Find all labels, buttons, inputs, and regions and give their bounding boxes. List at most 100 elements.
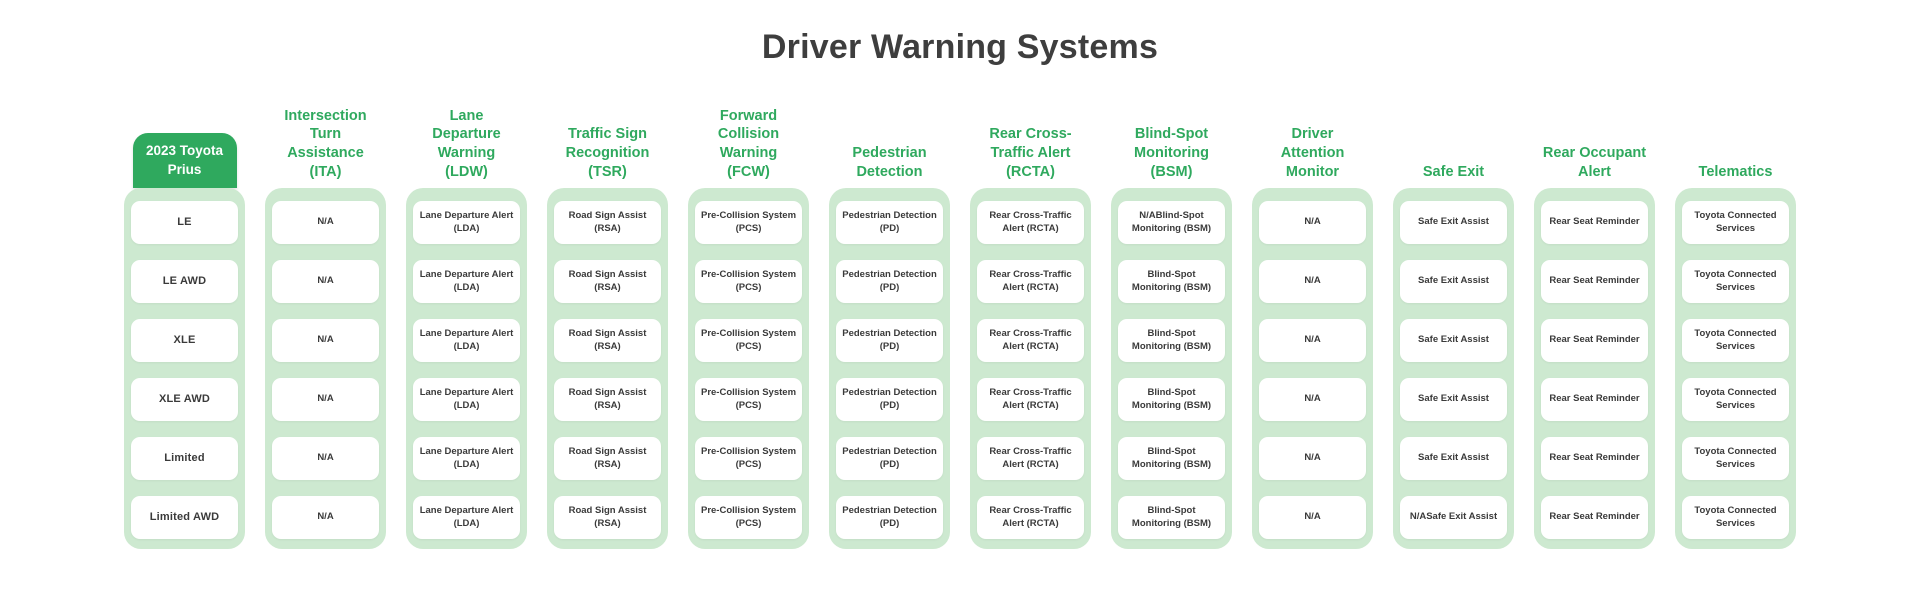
table-cell: Rear Seat Reminder (1541, 437, 1648, 480)
table-cell: Rear Cross-Traffic Alert (RCTA) (977, 260, 1084, 303)
column-header-zone: Lane Departure Warning (LDW) (406, 95, 527, 188)
table-cell: Rear Seat Reminder (1541, 378, 1648, 421)
table-cell: Rear Cross-Traffic Alert (RCTA) (977, 319, 1084, 362)
table-cell: Lane Departure Alert (LDA) (413, 319, 520, 362)
table-cell: N/ABlind-Spot Monitoring (BSM) (1118, 201, 1225, 244)
table-cell: Lane Departure Alert (LDA) (413, 437, 520, 480)
table-cell: Blind-Spot Monitoring (BSM) (1118, 496, 1225, 539)
column-header-zone: Intersection Turn Assistance (ITA) (265, 95, 386, 188)
table-cell: Safe Exit Assist (1400, 319, 1507, 362)
column-header-ldw: Lane Departure Warning (LDW) (432, 107, 501, 181)
column-body-bsm: N/ABlind-Spot Monitoring (BSM) Blind-Spot… (1111, 188, 1232, 549)
column-header-zone: Rear Occupant Alert (1534, 95, 1655, 188)
table-cell: Safe Exit Assist (1400, 437, 1507, 480)
table-cell: Pre-Collision System (PCS) (695, 319, 802, 362)
table-cell: Blind-Spot Monitoring (BSM) (1118, 319, 1225, 362)
table-cell: Lane Departure Alert (LDA) (413, 496, 520, 539)
trim-cell: LE AWD (131, 260, 238, 303)
table-cell: Rear Cross-Traffic Alert (RCTA) (977, 496, 1084, 539)
table-cell: N/A (272, 437, 379, 480)
column-ldw: Lane Departure Warning (LDW) Lane Departu… (406, 95, 527, 549)
page-title: Driver Warning Systems (761, 28, 1159, 66)
table-cell: Lane Departure Alert (LDA) (413, 201, 520, 244)
table-cell: Pre-Collision System (PCS) (695, 496, 802, 539)
trim-cell: XLE AWD (131, 378, 238, 421)
column-fcw: Forward Collision Warning (FCW) Pre-Colli… (688, 95, 809, 549)
table-cell: N/A (272, 319, 379, 362)
table-cell: N/ASafe Exit Assist (1400, 496, 1507, 539)
table-cell: Toyota Connected Services (1682, 437, 1789, 480)
column-header-zone: Safe Exit (1393, 95, 1514, 188)
table-cell: Blind-Spot Monitoring (BSM) (1118, 437, 1225, 480)
table-cell: Toyota Connected Services (1682, 260, 1789, 303)
column-body-tsr: Road Sign Assist (RSA) Road Sign Assist (… (547, 188, 668, 549)
table-cell: Safe Exit Assist (1400, 260, 1507, 303)
column-header-safe-exit: Safe Exit (1422, 164, 1485, 181)
table-cell: Lane Departure Alert (LDA) (413, 260, 520, 303)
column-header-zone: Blind-Spot Monitoring (BSM) (1111, 95, 1232, 188)
table-cell: Rear Seat Reminder (1541, 201, 1648, 244)
table-cell: Pedestrian Detection (PD) (836, 319, 943, 362)
table-cell: Pre-Collision System (PCS) (695, 437, 802, 480)
column-header-driver-attention-monitor: Driver Attention Monitor (1280, 126, 1345, 181)
table-cell: N/A (1259, 319, 1366, 362)
vehicle-badge: 2023 Toyota Prius (132, 133, 237, 188)
column-ita: Intersection Turn Assistance (ITA) N/A N/A… (265, 95, 386, 549)
table-cell: Pre-Collision System (PCS) (695, 260, 802, 303)
table-cell: Pre-Collision System (PCS) (695, 201, 802, 244)
column-header-telematics: Telematics (1698, 164, 1773, 181)
table-cell: Road Sign Assist (RSA) (554, 319, 661, 362)
table-cell: N/A (272, 260, 379, 303)
column-header-zone: Driver Attention Monitor (1252, 95, 1373, 188)
column-header-ita: Intersection Turn Assistance (ITA) (284, 107, 367, 181)
table-cell: N/A (1259, 496, 1366, 539)
table-cell: Road Sign Assist (RSA) (554, 437, 661, 480)
table-cell: Toyota Connected Services (1682, 319, 1789, 362)
table-cell: Toyota Connected Services (1682, 496, 1789, 539)
table-cell: Pedestrian Detection (PD) (836, 378, 943, 421)
column-bsm: Blind-Spot Monitoring (BSM)N/ABlind-Spot… (1111, 95, 1232, 549)
column-rcta: Rear Cross- Traffic Alert (RCTA)Rear Cro… (970, 95, 1091, 549)
column-header-tsr: Traffic Sign Recognition (TSR) (565, 126, 650, 181)
table-cell: Road Sign Assist (RSA) (554, 260, 661, 303)
column-header-zone: Pedestrian Detection (829, 95, 950, 188)
column-header-zone: Traffic Sign Recognition (TSR) (547, 95, 668, 188)
table-cell: N/A (272, 378, 379, 421)
table-cell: Lane Departure Alert (LDA) (413, 378, 520, 421)
table-cell: Pedestrian Detection (PD) (836, 496, 943, 539)
column-tsr: Traffic Sign Recognition (TSR) Road Sign … (547, 95, 668, 549)
table-cell: Rear Cross-Traffic Alert (RCTA) (977, 437, 1084, 480)
table-cell: N/A (1259, 378, 1366, 421)
table-cell: Rear Cross-Traffic Alert (RCTA) (977, 201, 1084, 244)
table-cell: Road Sign Assist (RSA) (554, 201, 661, 244)
table-cell: Rear Seat Reminder (1541, 319, 1648, 362)
table-cell: N/A (1259, 201, 1366, 244)
trim-cell: Limited AWD (131, 496, 238, 539)
column-header-pedestrian-detection: Pedestrian Detection (852, 145, 927, 181)
table-cell: N/A (1259, 260, 1366, 303)
column-header-fcw: Forward Collision Warning (FCW) (717, 107, 780, 181)
column-header-zone: Rear Cross- Traffic Alert (RCTA) (970, 95, 1091, 188)
column-body-ldw: Lane Departure Alert (LDA) Lane Departure… (406, 188, 527, 549)
column-header-rear-occupant-alert: Rear Occupant Alert (1542, 145, 1647, 181)
trim-cell: LE (131, 201, 238, 244)
table-cell: Pedestrian Detection (PD) (836, 437, 943, 480)
table-cell: Rear Seat Reminder (1541, 260, 1648, 303)
table-cell: Rear Cross-Traffic Alert (RCTA) (977, 378, 1084, 421)
table-cell: Road Sign Assist (RSA) (554, 496, 661, 539)
trim-cell: XLE (131, 319, 238, 362)
column-body-rcta: Rear Cross-Traffic Alert (RCTA) Rear Cros… (970, 188, 1091, 549)
table-cell: Pedestrian Detection (PD) (836, 260, 943, 303)
trim-cell: Limited (131, 437, 238, 480)
